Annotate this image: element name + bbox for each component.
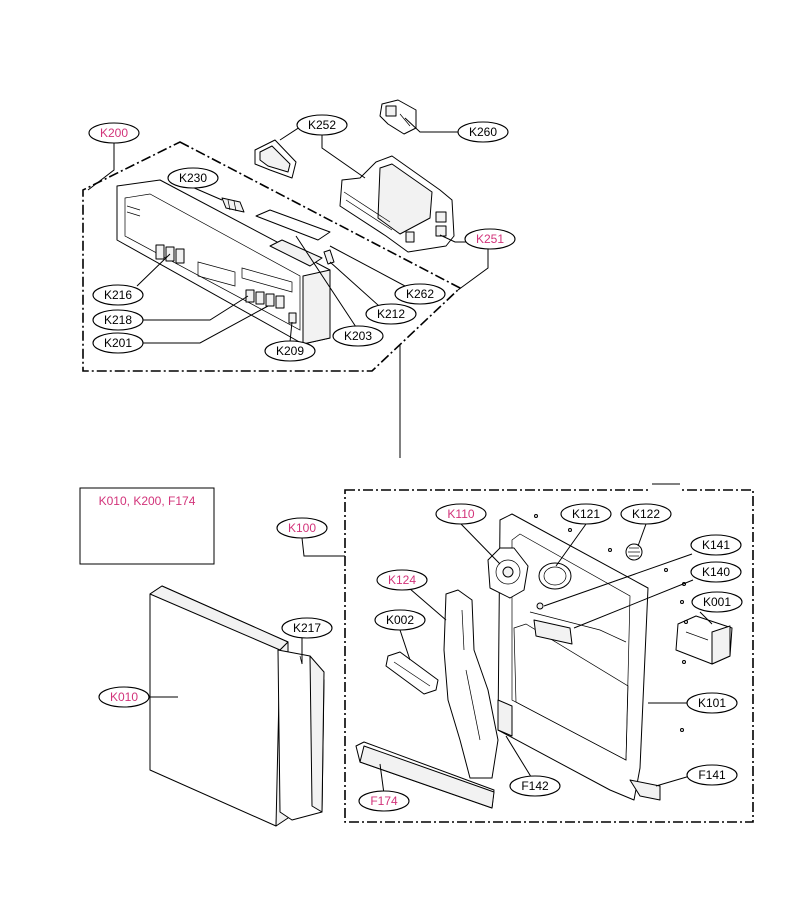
svg-text:F141: F141 xyxy=(698,768,726,782)
k217-door-liner-part xyxy=(277,649,325,821)
svg-text:K002: K002 xyxy=(386,613,414,627)
callout-k200[interactable]: K200 xyxy=(88,122,140,144)
k262-pin-part xyxy=(323,249,335,265)
callout-k141[interactable]: K141 xyxy=(690,534,742,556)
svg-text:K262: K262 xyxy=(406,287,434,301)
svg-text:K001: K001 xyxy=(703,595,731,609)
svg-text:K201: K201 xyxy=(104,336,132,350)
svg-text:K101: K101 xyxy=(698,696,726,710)
svg-text:K140: K140 xyxy=(702,565,730,579)
callout-k140[interactable]: K140 xyxy=(690,561,742,583)
callout-k001[interactable]: K001 xyxy=(691,591,743,613)
callout-k100[interactable]: K100 xyxy=(276,517,328,539)
svg-text:K230: K230 xyxy=(179,171,207,185)
callout-k121[interactable]: K121 xyxy=(560,503,612,525)
k002-plate-part xyxy=(385,651,439,695)
svg-text:K251: K251 xyxy=(476,232,504,246)
k260-latch-part xyxy=(379,99,417,135)
svg-text:K218: K218 xyxy=(104,313,132,327)
svg-text:K124: K124 xyxy=(388,573,416,587)
note-box xyxy=(79,487,215,565)
k122-vent-part xyxy=(625,543,643,561)
k203-bar-part xyxy=(255,209,331,241)
callout-k262[interactable]: K262 xyxy=(394,283,446,305)
k251-housing-part xyxy=(339,155,455,253)
callout-k110[interactable]: K110 xyxy=(435,503,487,525)
callout-k212[interactable]: K212 xyxy=(365,303,417,325)
svg-text:K212: K212 xyxy=(377,307,405,321)
bottom-leader-lines xyxy=(301,523,713,795)
f174-bottom-bar-part xyxy=(355,741,495,809)
callout-k201[interactable]: K201 xyxy=(92,332,144,354)
svg-text:K110: K110 xyxy=(447,507,474,521)
callout-k217[interactable]: K217 xyxy=(281,617,333,639)
callout-k230[interactable]: K230 xyxy=(167,167,219,189)
svg-text:K209: K209 xyxy=(276,344,304,358)
svg-text:K260: K260 xyxy=(469,125,497,139)
k001-module-part xyxy=(675,615,733,665)
svg-text:K252: K252 xyxy=(308,118,336,132)
svg-text:K216: K216 xyxy=(104,288,132,302)
callout-k260[interactable]: K260 xyxy=(457,121,509,143)
callout-k251[interactable]: K251 xyxy=(464,228,516,250)
k101-inner-door-frame-part xyxy=(497,513,661,801)
svg-text:F174: F174 xyxy=(370,794,398,808)
callout-k122[interactable]: K122 xyxy=(620,503,672,525)
k252-bracket-part xyxy=(254,139,297,179)
svg-text:K217: K217 xyxy=(293,621,321,635)
svg-text:K100: K100 xyxy=(288,521,316,535)
svg-text:F142: F142 xyxy=(521,779,549,793)
callout-k124[interactable]: K124 xyxy=(376,569,428,591)
svg-text:K121: K121 xyxy=(572,507,600,521)
callout-k010[interactable]: K010 xyxy=(98,686,150,708)
k230-clip-part xyxy=(221,197,245,213)
callout-k203[interactable]: K203 xyxy=(332,325,384,347)
k100-assembly-boundary xyxy=(344,489,754,823)
note-box-text: K010, K200, F174 xyxy=(99,494,196,508)
callout-f141[interactable]: F141 xyxy=(686,764,738,786)
screw-markers xyxy=(534,514,688,732)
svg-text:K122: K122 xyxy=(632,507,660,521)
svg-text:K203: K203 xyxy=(344,329,372,343)
callout-k218[interactable]: K218 xyxy=(92,309,144,331)
k141-part xyxy=(536,602,544,610)
callout-k002[interactable]: K002 xyxy=(374,609,426,631)
svg-text:K010: K010 xyxy=(110,690,138,704)
k121-gasket-ring-part xyxy=(538,562,572,590)
callout-f142[interactable]: F142 xyxy=(509,775,561,797)
k212-bar-part xyxy=(269,239,323,267)
callout-k252[interactable]: K252 xyxy=(296,114,348,136)
callout-k101[interactable]: K101 xyxy=(686,692,738,714)
svg-text:K200: K200 xyxy=(100,126,128,140)
k124-duct-part xyxy=(443,589,499,779)
callout-k209[interactable]: K209 xyxy=(264,340,316,362)
callout-f174[interactable]: F174 xyxy=(358,790,410,812)
control-panel-part xyxy=(116,179,331,345)
callout-k216[interactable]: K216 xyxy=(92,284,144,306)
k110-dispenser-part xyxy=(487,547,529,599)
svg-text:K141: K141 xyxy=(702,538,730,552)
k010-door-panel-part xyxy=(149,585,289,827)
